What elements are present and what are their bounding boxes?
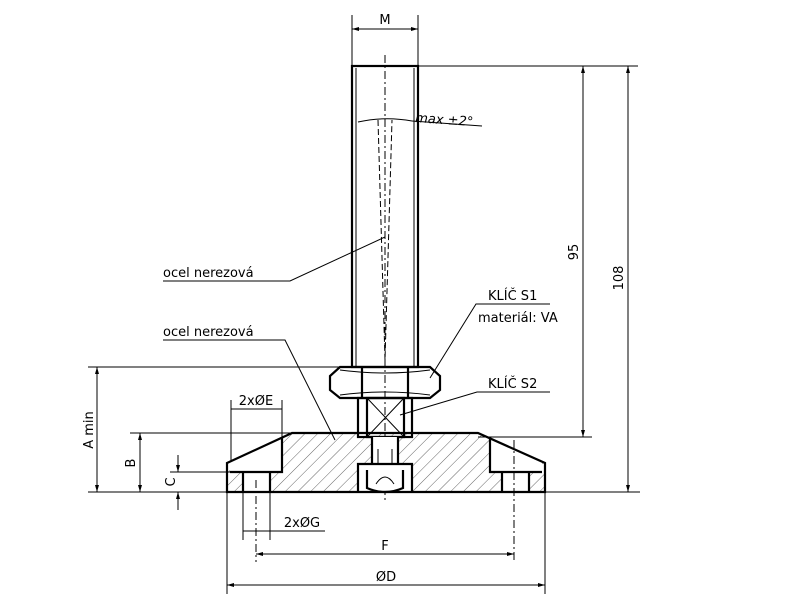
dimension-tilt: max ±2° [357,111,483,130]
dimension-bottom: 2xØG F ØD [226,440,546,594]
dimension-d-label: ØD [376,570,396,585]
dimension-108-label: 108 [612,266,627,291]
dimension-a-min-label: A min [82,411,97,449]
hex-nut [328,365,442,400]
dimension-e-label: 2xØE [239,394,273,409]
key-s1-material-label: materiál: VA [478,311,558,326]
tilt-label: max ±2° [415,111,474,130]
dimension-e: 2xØE [230,394,283,462]
dimension-95-label: 95 [567,244,582,261]
base-plate [225,431,547,494]
stem-material-label: ocel nerezová [163,266,254,281]
key-s2-label: KLÍČ S2 [488,376,537,392]
dimension-height: 95 108 [418,65,640,493]
dimension-m: M [351,13,419,66]
dimension-b-label: B [124,459,139,468]
dimension-f-label: F [381,539,388,554]
dimension-c-label: C [164,477,179,486]
dimension-left: A min B C [82,366,350,510]
callout-stem-material: ocel nerezová [163,236,386,282]
dimension-m-label: M [379,13,390,28]
dimension-g-label: 2xØG [284,516,320,531]
base-material-label: ocel nerezová [163,325,254,340]
callout-base-material: ocel nerezová [163,325,336,441]
callout-key-s2: KLÍČ S2 [399,376,550,416]
callout-key-s1: KLÍČ S1 materiál: VA [429,288,558,379]
key-s1-label: KLÍČ S1 [488,288,537,304]
